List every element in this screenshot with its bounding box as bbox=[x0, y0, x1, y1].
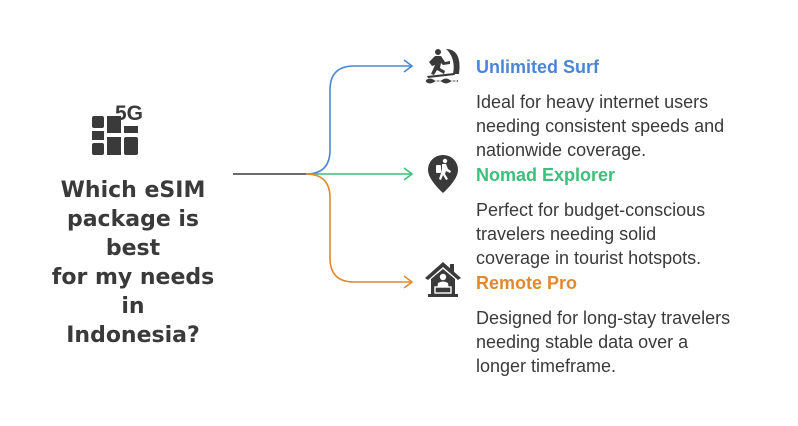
sim-badge: 5G bbox=[115, 102, 143, 125]
home-laptop-icon bbox=[425, 262, 461, 297]
option-title-unlimited-surf: Unlimited Surf bbox=[476, 57, 600, 77]
surfer-icon bbox=[426, 49, 460, 84]
connector-unlimited-surf bbox=[305, 65, 412, 175]
arrowhead-remote-pro bbox=[403, 275, 414, 289]
sim-card-5g-icon: 5G bbox=[92, 102, 143, 155]
option-title-nomad-explorer: Nomad Explorer bbox=[476, 165, 616, 185]
arrowhead-nomad-explorer bbox=[403, 167, 414, 181]
option-title-remote-pro: Remote Pro bbox=[476, 273, 578, 293]
question-text: Which eSIM package is best for my needs … bbox=[51, 178, 215, 348]
connector-remote-pro bbox=[305, 173, 412, 283]
hiker-location-icon bbox=[428, 155, 458, 193]
option-description-unlimited-surf: Ideal for heavy internet users needing c… bbox=[476, 92, 725, 160]
option-description-nomad-explorer: Perfect for budget-conscious travelers n… bbox=[476, 200, 706, 268]
arrowhead-unlimited-surf bbox=[403, 59, 414, 73]
option-description-remote-pro: Designed for long-stay travelers needing… bbox=[476, 308, 731, 376]
